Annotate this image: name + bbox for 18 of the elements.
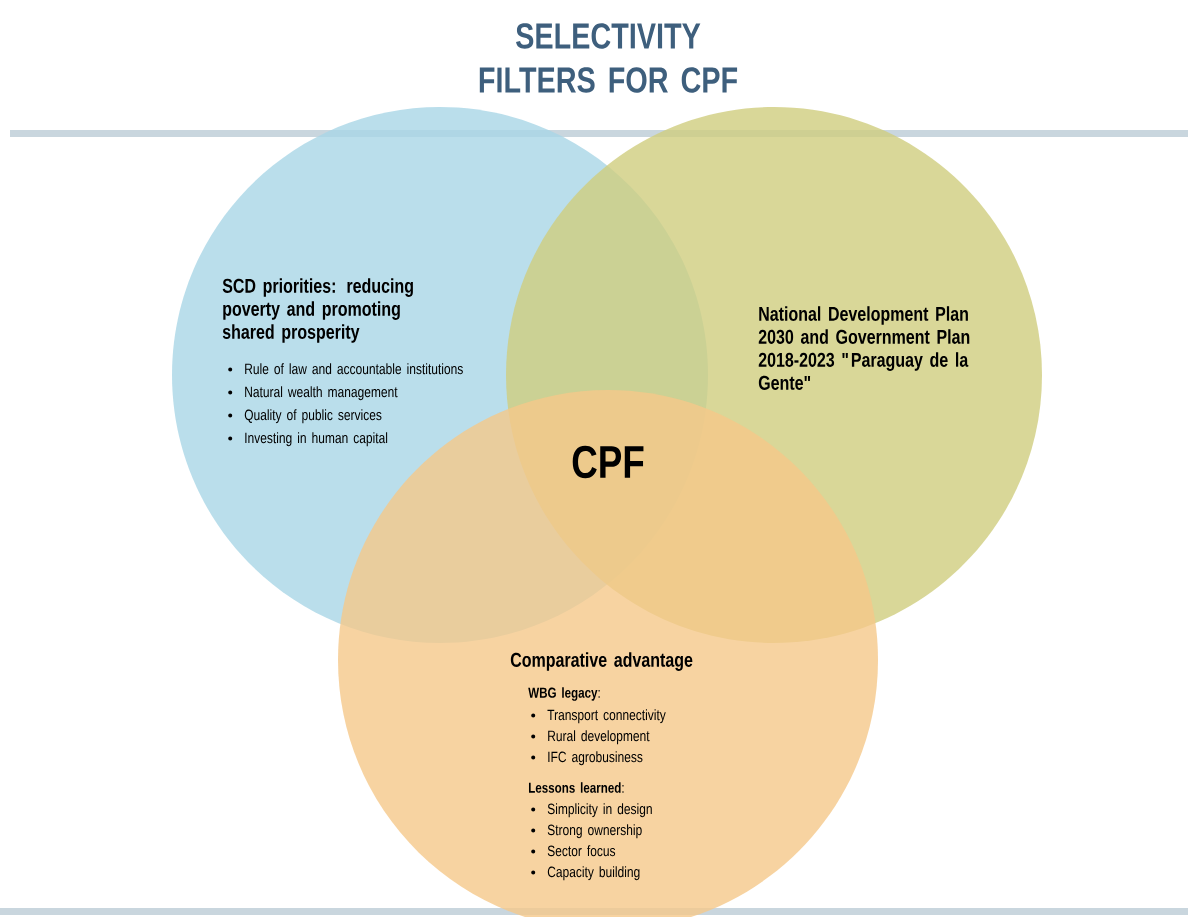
heading: National Development Plan 2030 and Government Plan 2018-2023 "Paraguay de la Gente": [758, 306, 970, 390]
bullet-item: IFC agrobusiness: [531, 751, 643, 766]
title: SELECTIVITY FILTERS FOR CPF: [479, 23, 738, 93]
bullet-item: Simplicity in design: [531, 803, 652, 818]
subheading: Lessons learned:: [529, 782, 624, 793]
center-label: CPF: [572, 445, 644, 479]
bullet-item: Transport connectivity: [531, 709, 666, 724]
bullet-item: Sector focus: [531, 845, 616, 857]
bullet-item: Strong ownership: [531, 824, 642, 839]
bullet-item: Quality of public services: [228, 409, 382, 424]
heading: SCD priorities: reducing poverty and promoting shared prosperity: [222, 278, 413, 343]
bullet-item: Rural development: [531, 730, 650, 745]
bullet-item: Natural wealth management: [228, 386, 398, 401]
subheading: WBG legacy:: [528, 687, 600, 701]
bullet-item: Rule of law and accountable institutions: [228, 363, 463, 375]
heading: Comparative advantage: [510, 652, 693, 671]
bullet-item: Investing in human capital: [228, 432, 388, 447]
bullet-item: Capacity building: [531, 866, 640, 881]
